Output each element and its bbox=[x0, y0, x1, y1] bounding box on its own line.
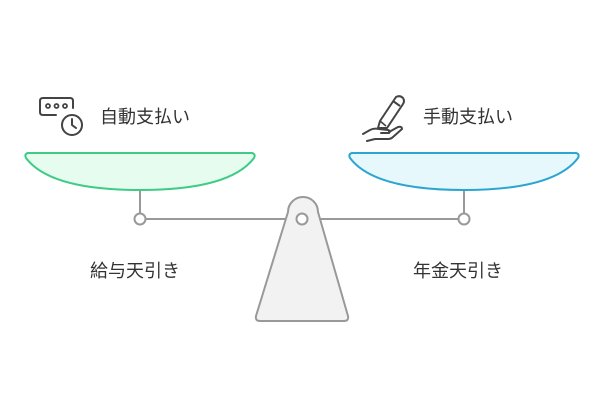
hand-pen-icon bbox=[362, 95, 405, 142]
right-pan-subtitle: 年金天引き bbox=[413, 261, 503, 282]
right-pan-title: 手動支払い bbox=[423, 107, 513, 128]
left-pivot bbox=[133, 212, 147, 226]
center-pivot bbox=[295, 212, 309, 226]
left-pan bbox=[24, 152, 256, 192]
fulcrum-base bbox=[254, 196, 350, 322]
auto-payment-clock-icon bbox=[39, 97, 83, 136]
right-pivot bbox=[457, 212, 471, 226]
left-pan-subtitle: 給与天引き bbox=[90, 261, 180, 282]
left-pan-title: 自動支払い bbox=[100, 107, 190, 128]
right-pan bbox=[348, 152, 580, 192]
